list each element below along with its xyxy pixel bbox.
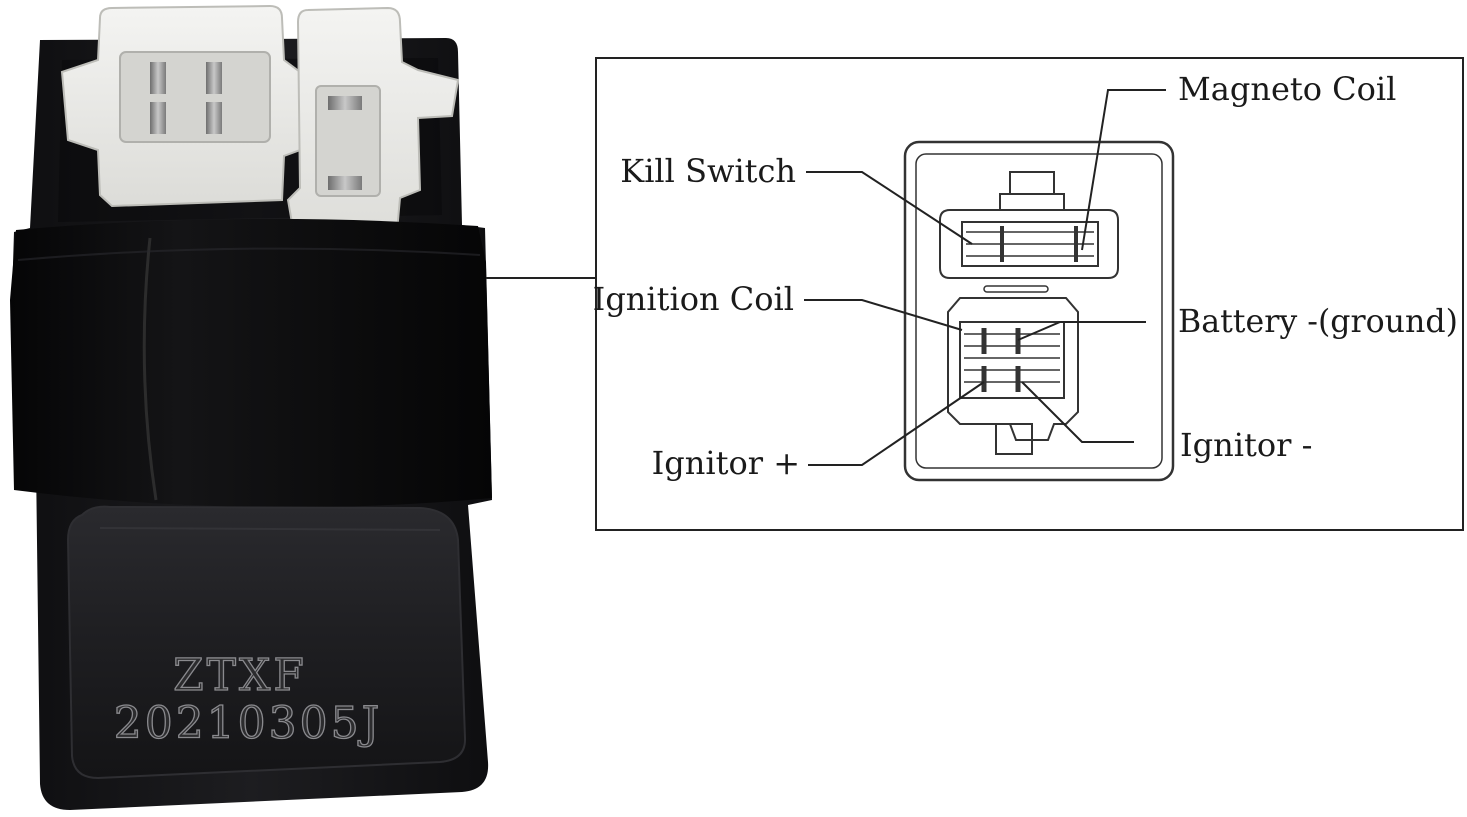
leader-kill-switch xyxy=(806,171,973,245)
pinout-diagram: Magneto Coil Kill Switch Ignition Coil B… xyxy=(593,57,1464,531)
label-ignitor-minus: Ignitor - xyxy=(1180,426,1312,464)
pin xyxy=(150,102,166,134)
leader-ignition-coil xyxy=(804,299,963,331)
date-code: 20210305J xyxy=(114,698,383,749)
brand-mark: ZTXF xyxy=(173,650,307,701)
leader-magneto-coil xyxy=(1081,89,1166,251)
leader-battery-ground xyxy=(1017,321,1146,341)
leader-ignitor-minus xyxy=(1021,381,1134,443)
diagram-frame xyxy=(595,57,1464,531)
rubber-band xyxy=(10,218,492,508)
pin xyxy=(328,96,362,110)
label-kill-switch: Kill Switch xyxy=(620,152,796,190)
pin xyxy=(206,102,222,134)
four-pin-connector xyxy=(60,4,301,208)
pin xyxy=(328,176,362,190)
leader-ignitor-plus xyxy=(808,381,985,466)
leader-lines xyxy=(804,89,1166,466)
cdi-module-photo: ZTXF 20210305J xyxy=(10,4,492,810)
two-pin-connector xyxy=(286,6,460,248)
label-ignitor-plus: Ignitor + xyxy=(652,444,800,482)
pin xyxy=(206,62,222,94)
potting-surface xyxy=(66,505,467,780)
label-battery-ground: Battery -(ground) xyxy=(1178,302,1458,340)
connector-sketch xyxy=(903,140,1175,482)
label-ignition-coil: Ignition Coil xyxy=(593,280,794,318)
pin xyxy=(150,62,166,94)
label-magneto-coil: Magneto Coil xyxy=(1178,70,1396,108)
